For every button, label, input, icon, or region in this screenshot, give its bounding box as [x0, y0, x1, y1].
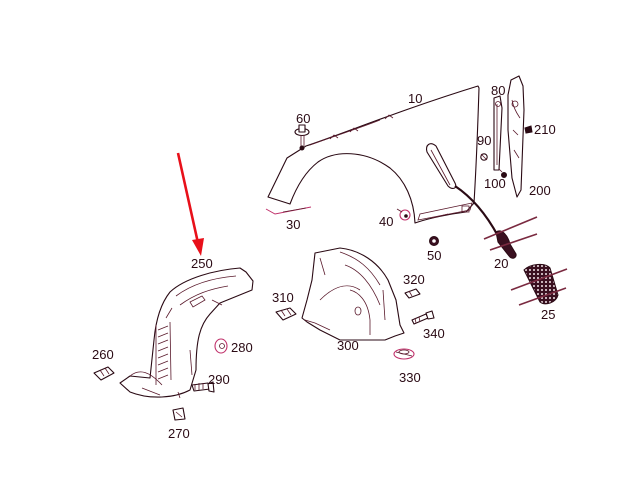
liner-vent-ribs — [155, 321, 172, 385]
part-280-grommet[interactable] — [214, 338, 228, 354]
label-part-100[interactable]: 100 — [484, 176, 506, 191]
part-290-push-pin[interactable] — [191, 381, 215, 393]
label-part-260[interactable]: 260 — [92, 347, 114, 362]
part-60-bolt[interactable] — [294, 124, 310, 151]
part-260-clip[interactable] — [93, 366, 115, 381]
part-310-clip[interactable] — [275, 307, 297, 321]
label-part-270[interactable]: 270 — [168, 426, 190, 441]
label-part-80[interactable]: 80 — [491, 83, 506, 98]
part-270-clip[interactable] — [172, 407, 186, 421]
label-part-90[interactable]: 90 — [477, 133, 492, 148]
highlight-arrow — [176, 152, 204, 256]
label-part-320[interactable]: 320 — [403, 272, 425, 287]
label-part-290[interactable]: 290 — [208, 372, 230, 387]
part-20-grille[interactable] — [483, 216, 538, 259]
label-part-30[interactable]: 30 — [286, 217, 301, 232]
label-part-340[interactable]: 340 — [423, 326, 445, 341]
part-320-clip[interactable] — [404, 288, 421, 299]
label-part-310[interactable]: 310 — [272, 290, 294, 305]
part-340-push-pin[interactable] — [411, 310, 435, 325]
label-part-10[interactable]: 10 — [408, 91, 423, 106]
label-part-280[interactable]: 280 — [231, 340, 253, 355]
part-vent-slot[interactable] — [426, 143, 499, 237]
part-200-pillar-trim[interactable] — [507, 75, 525, 198]
label-part-20[interactable]: 20 — [494, 256, 509, 271]
label-part-330[interactable]: 330 — [399, 370, 421, 385]
part-90-nut[interactable] — [480, 153, 488, 161]
part-40-clip[interactable] — [396, 208, 411, 221]
label-part-40[interactable]: 40 — [379, 214, 394, 229]
part-10-fender[interactable] — [267, 85, 480, 224]
part-50-nut[interactable] — [429, 236, 439, 246]
part-100-screw[interactable] — [498, 168, 507, 178]
label-part-50[interactable]: 50 — [427, 248, 442, 263]
part-30-trim-strip[interactable] — [265, 206, 312, 215]
part-300-inner-liner[interactable] — [301, 247, 405, 341]
label-part-210[interactable]: 210 — [534, 122, 556, 137]
label-part-250[interactable]: 250 — [191, 256, 213, 271]
part-250-wheel-arch-liner[interactable] — [119, 267, 254, 399]
label-part-60[interactable]: 60 — [296, 111, 311, 126]
part-80-bracket[interactable] — [493, 95, 503, 171]
label-part-200[interactable]: 200 — [529, 183, 551, 198]
part-210-clip[interactable] — [524, 125, 533, 134]
part-25-grille-mesh[interactable] — [510, 263, 568, 306]
label-part-25[interactable]: 25 — [541, 307, 556, 322]
label-part-300[interactable]: 300 — [337, 338, 359, 353]
part-330-cap[interactable] — [393, 348, 415, 360]
